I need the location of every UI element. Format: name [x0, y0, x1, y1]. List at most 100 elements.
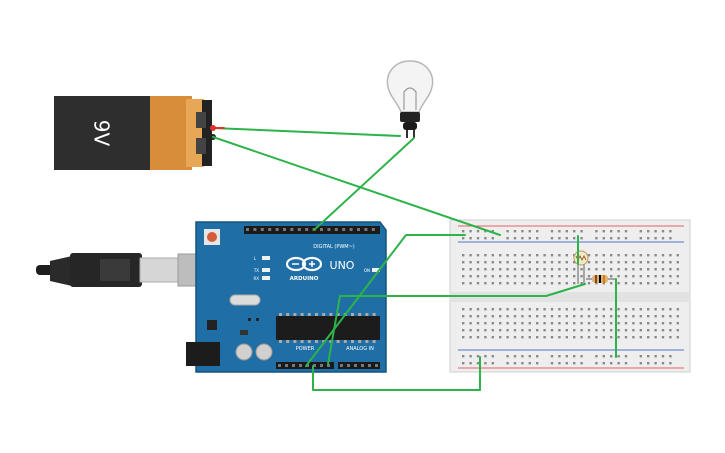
breadboard-hole: [476, 315, 480, 318]
breadboard-hole: [661, 308, 665, 311]
chip-pin: [336, 340, 340, 343]
breadboard-hole: [550, 282, 554, 285]
breadboard-hole: [602, 322, 605, 325]
breadboard-hole: [632, 254, 635, 257]
wire-breadboard-arduino-power[interactable]: [305, 234, 466, 367]
breadboard-hole: [521, 322, 524, 325]
breadboard-hole: [580, 315, 583, 318]
breadboard-hole: [462, 315, 465, 318]
chip-pin: [322, 313, 326, 316]
power-jack[interactable]: [186, 342, 220, 366]
breadboard-hole: [669, 308, 672, 311]
breadboard-hole: [484, 268, 487, 271]
breadboard-hole: [491, 237, 494, 240]
breadboard-hole: [565, 308, 568, 311]
breadboard-hole: [484, 315, 487, 318]
breadboard-hole: [654, 282, 657, 285]
breadboard-hole: [528, 268, 531, 271]
breadboard-hole: [506, 362, 509, 365]
header-pin: [253, 228, 257, 231]
led-l: [262, 256, 270, 260]
header-pin: [375, 364, 378, 367]
breadboard[interactable]: [449, 219, 691, 373]
breadboard-hole: [550, 362, 554, 365]
wire-gnd-loop[interactable]: [312, 356, 481, 391]
breadboard-hole: [543, 336, 546, 339]
breadboard-hole: [462, 237, 465, 240]
breadboard-hole: [499, 308, 502, 311]
breadboard-hole: [610, 275, 613, 278]
breadboard-hole: [617, 362, 620, 365]
breadboard-hole: [573, 268, 576, 271]
breadboard-hole: [536, 355, 539, 358]
svg-text:RX: RX: [253, 276, 259, 281]
breadboard-hole: [661, 322, 665, 325]
breadboard-hole: [543, 322, 546, 325]
breadboard-hole: [476, 362, 480, 365]
wires[interactable]: [212, 127, 617, 391]
breadboard-hole: [528, 254, 531, 257]
chip-pin: [307, 313, 311, 316]
breadboard-hole: [513, 329, 517, 332]
chip-pin: [300, 313, 304, 316]
digital-header[interactable]: [244, 226, 380, 234]
breadboard-hole: [587, 322, 591, 325]
breadboard-hole: [462, 275, 465, 278]
breadboard-hole: [647, 282, 650, 285]
breadboard-hole: [617, 268, 620, 271]
usb-cable[interactable]: [36, 253, 201, 287]
breadboard-hole: [491, 355, 494, 358]
crystal: [229, 294, 261, 306]
capacitor-2: [255, 343, 273, 361]
breadboard-hole: [587, 282, 591, 285]
breadboard-hole: [669, 315, 672, 318]
header-pin: [285, 364, 288, 367]
breadboard-hole: [587, 261, 591, 264]
power-header[interactable]: [276, 362, 334, 369]
wire-analog-to-ldr[interactable]: [327, 283, 586, 365]
breadboard-hole: [669, 237, 672, 240]
reset-button[interactable]: [207, 232, 217, 242]
breadboard-hole: [565, 355, 568, 358]
chip-pin: [315, 313, 318, 316]
chip-pin: [279, 340, 282, 343]
breadboard-hole: [624, 254, 628, 257]
breadboard-hole: [647, 275, 650, 278]
resistor[interactable]: [586, 275, 616, 283]
wire-battery-breadboard[interactable]: [212, 136, 501, 236]
chip-pin: [358, 313, 362, 316]
breadboard-hole: [513, 315, 517, 318]
light-bulb[interactable]: [386, 60, 434, 138]
breadboard-hole: [476, 308, 480, 311]
breadboard-hole: [565, 268, 568, 271]
chip-pin: [343, 340, 347, 343]
breadboard-hole: [565, 322, 568, 325]
breadboard-hole: [617, 355, 620, 358]
breadboard-hole: [528, 237, 531, 240]
analog-header[interactable]: [338, 362, 380, 369]
breadboard-hole: [595, 282, 598, 285]
breadboard-hole: [469, 282, 472, 285]
breadboard-hole: [573, 308, 576, 311]
breadboard-hole: [676, 329, 679, 332]
breadboard-hole: [595, 254, 598, 257]
breadboard-hole: [617, 261, 620, 264]
battery-9v[interactable]: 9V: [54, 96, 216, 170]
breadboard-hole: [602, 237, 605, 240]
breadboard-hole: [484, 355, 487, 358]
breadboard-hole: [654, 362, 657, 365]
breadboard-hole: [661, 230, 665, 233]
breadboard-hole: [610, 230, 613, 233]
breadboard-hole: [610, 355, 613, 358]
breadboard-hole: [669, 336, 672, 339]
breadboard-hole: [580, 329, 583, 332]
breadboard-hole: [476, 268, 480, 271]
wire-bulb-arduino[interactable]: [313, 137, 415, 231]
wire-red-battery-bulb[interactable]: [212, 127, 401, 137]
breadboard-hole: [506, 322, 509, 325]
breadboard-hole: [602, 282, 605, 285]
breadboard-hole: [595, 329, 598, 332]
breadboard-hole: [624, 315, 628, 318]
arduino-uno-board[interactable]: DIGITAL (PWM~) L TX RX ON ARDUINO UNO: [186, 221, 387, 373]
